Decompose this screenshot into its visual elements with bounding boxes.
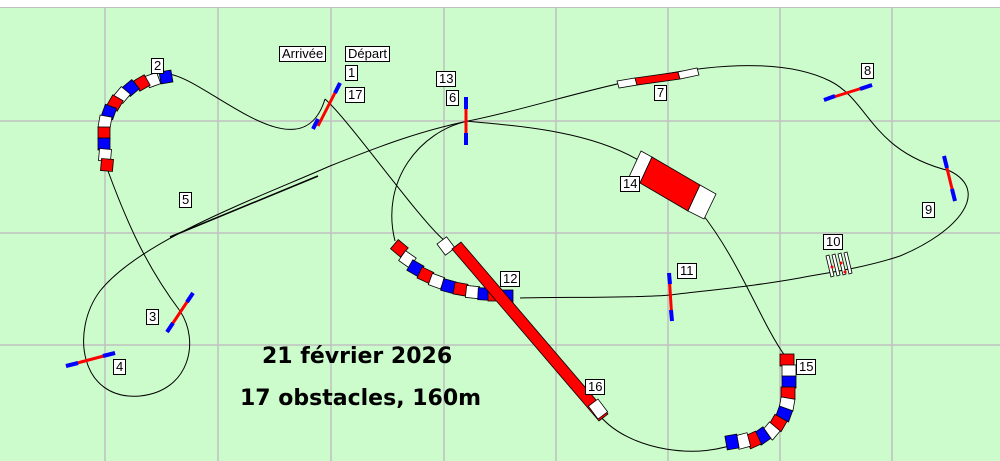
obstacle-5-weave xyxy=(169,175,319,238)
obstacle-3-bar xyxy=(165,291,195,334)
finish-label: Arrivée xyxy=(279,46,327,62)
obstacle-label-9: 9 xyxy=(922,202,936,218)
obstacle-4-bar xyxy=(65,351,116,368)
obstacle-label-10: 10 xyxy=(823,234,844,250)
obstacle-label-8: 8 xyxy=(861,63,875,79)
obstacle-label-17: 17 xyxy=(345,87,366,103)
obstacle-14-aframe xyxy=(628,150,717,220)
obstacle-label-6: 6 xyxy=(446,90,460,106)
grid-lines xyxy=(0,8,1000,461)
bar-jumps xyxy=(65,82,957,368)
obstacle-label-13: 13 xyxy=(436,71,457,87)
obstacle-16-dogwalk xyxy=(436,236,609,422)
obstacle-label-12: 12 xyxy=(500,271,521,287)
course-date: 21 février 2026 xyxy=(262,344,453,369)
course-diagram xyxy=(0,8,1000,461)
obstacle-8-bar xyxy=(823,83,873,102)
obstacle-7-tunnel xyxy=(616,67,700,89)
obstacle-2-wall xyxy=(97,69,174,172)
obstacle-label-5: 5 xyxy=(179,192,193,208)
obstacle-label-15: 15 xyxy=(796,359,817,375)
obstacle-label-4: 4 xyxy=(113,359,127,375)
obstacle-label-11: 11 xyxy=(677,263,697,279)
course-map: Arrivée Départ 1 2 3 4 5 6 7 8 9 10 11 1… xyxy=(0,7,1000,461)
obstacle-11-bar xyxy=(667,272,674,322)
obstacle-label-14: 14 xyxy=(620,176,641,192)
obstacle-10-longjump xyxy=(825,251,853,278)
obstacle-1-17-bar xyxy=(311,82,342,130)
course-summary: 17 obstacles, 160m xyxy=(240,386,482,411)
obstacle-label-16: 16 xyxy=(585,379,606,395)
obstacle-9-bar xyxy=(942,155,957,202)
obstacle-label-1: 1 xyxy=(345,65,359,81)
start-label: Départ xyxy=(345,46,391,62)
obstacle-label-2: 2 xyxy=(151,58,165,74)
obstacle-15-tunnel xyxy=(724,353,797,451)
obstacle-label-3: 3 xyxy=(146,309,160,325)
obstacle-label-7: 7 xyxy=(654,85,668,101)
